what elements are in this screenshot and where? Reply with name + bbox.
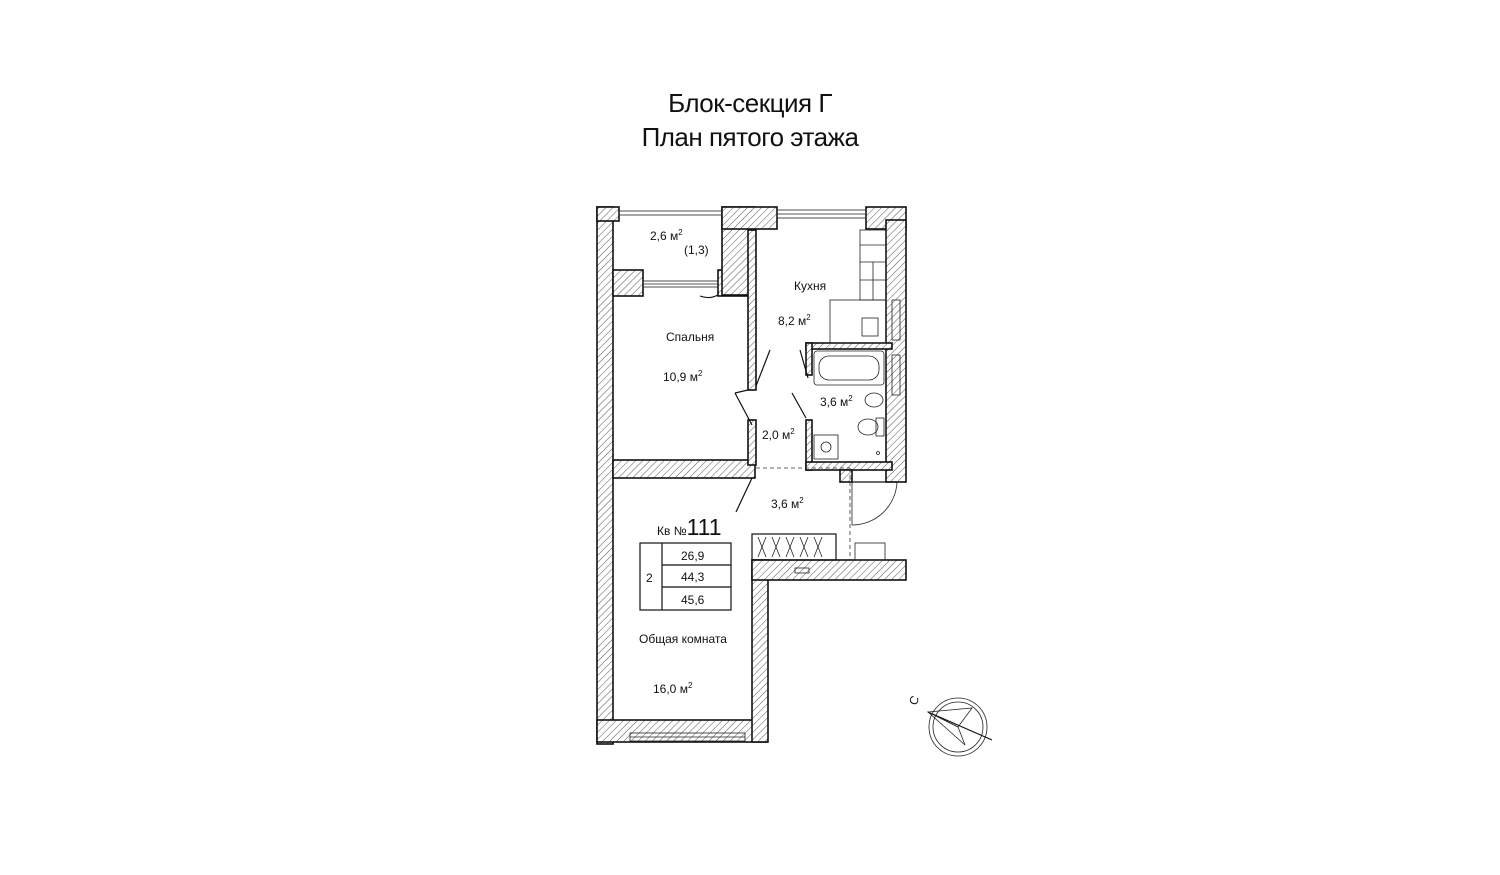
living-room-name: Общая комната — [639, 632, 727, 646]
kitchen-name: Кухня — [794, 279, 826, 293]
hall-area: 3,6 м2 — [771, 496, 804, 511]
total-area-value: 44,3 — [681, 570, 705, 584]
bedroom-area: 10,9 м2 — [663, 369, 703, 384]
exterior-walls — [596, 206, 907, 745]
plan-title-line1: Блок-секция Г — [668, 88, 832, 118]
bathroom-fixtures — [813, 350, 885, 460]
bedroom-name: Спальня — [666, 330, 714, 344]
kitchen-fixtures — [829, 229, 887, 344]
compass-north-letter: С — [906, 693, 922, 707]
doors — [699, 294, 898, 526]
balcony-coef: (1,3) — [684, 243, 709, 257]
living-room-area: 16,0 м2 — [653, 681, 693, 696]
compass-icon: С — [906, 693, 993, 757]
wardrobe — [751, 533, 886, 574]
kitchen-area: 8,2 м2 — [778, 313, 811, 328]
apartment-label: Кв №111 — [657, 514, 722, 540]
living-area-value: 26,9 — [681, 549, 705, 563]
windows — [618, 209, 901, 742]
plan-title-line2: План пятого этажа — [641, 122, 859, 152]
apartment-info: Кв №111 2 26,9 44,3 45,6 — [639, 514, 732, 611]
corridor-area: 2,0 м2 — [762, 427, 795, 442]
total-area-with-balcony-value: 45,6 — [681, 593, 705, 607]
bathroom-area: 3,6 м2 — [820, 394, 853, 409]
rooms-count: 2 — [646, 571, 653, 585]
hall-outline — [756, 467, 851, 560]
balcony-area: 2,6 м2 — [650, 228, 683, 243]
